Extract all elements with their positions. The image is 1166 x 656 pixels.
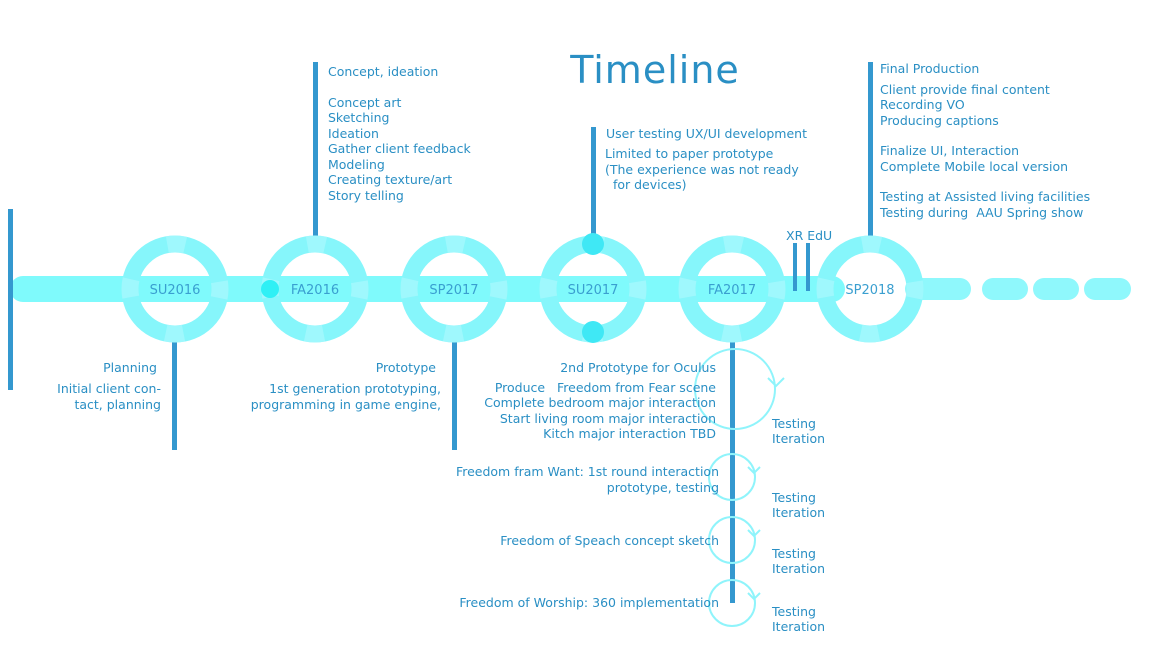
su2017-heading: User testing UX/UI development (606, 126, 807, 141)
list-item: (The experience was not ready (605, 161, 799, 177)
list-item: Creating texture/art (328, 172, 453, 187)
xr-edu-label: XR EdU (786, 228, 833, 243)
timeline-dash (1033, 278, 1079, 300)
su2017-notes: User testing UX/UI development (606, 126, 807, 142)
list-item: 2nd Prototype for Oculus (560, 360, 716, 375)
list-item: Testing at Assisted living facilities (880, 189, 1091, 204)
fa2017-notes: 2nd Prototype for Oculus Produce Freedom… (440, 360, 716, 442)
list-item: Concept art (328, 94, 402, 110)
iteration-loop-icon (694, 348, 785, 430)
list-item: Freedom fram Want: 1st round interaction (455, 464, 719, 479)
su2017-details: Limited to paper prototype (The experien… (605, 146, 799, 193)
list-item: Initial client con- (57, 381, 161, 396)
node-ring-fa2017 (678, 235, 786, 343)
list-item: prototype, testing (606, 479, 719, 495)
list-item: Limited to paper prototype (605, 146, 774, 161)
sp2017-connector (452, 330, 457, 450)
freedom-worship-note: Freedom of Worship: 360 implementation (459, 595, 719, 610)
list-item: Client provide final content (880, 81, 1050, 97)
list-item: Ideation (328, 125, 379, 141)
node-label-sp2017: SP2017 (429, 283, 479, 298)
node-label-sp2018: SP2018 (845, 283, 895, 298)
list-item: Complete bedroom major interaction (484, 395, 716, 410)
su2016-details: Initial client con- tact, planning (40, 381, 161, 412)
timeline-dash (982, 278, 1028, 300)
node-label-su2017: SU2017 (567, 283, 619, 298)
su2016-connector (172, 330, 177, 450)
sp2018-heading: Final Production (880, 61, 980, 76)
sp2017-heading: Prototype (375, 360, 436, 375)
node-ring-sp2018 (816, 235, 924, 343)
node-ring-su2017 (539, 233, 647, 343)
start-marker (8, 209, 13, 390)
xr-marker (793, 243, 797, 291)
list-item: Producing captions (880, 112, 999, 128)
node-ring-fa2016 (261, 235, 369, 343)
iteration-loop-icon (708, 516, 761, 564)
su2016-heading: Planning (103, 360, 157, 375)
list-item: Sketching (328, 110, 390, 125)
list-item: Story telling (328, 187, 404, 203)
fa2016-connector (313, 62, 318, 245)
node-label-fa2017: FA2017 (707, 283, 757, 298)
list-item: Modeling (328, 156, 385, 172)
sp2018-connector (868, 62, 873, 245)
list-item: programming in game engine, (250, 396, 441, 412)
timeline-dash (1084, 278, 1131, 300)
fa2016-notes: Concept, ideation Concept art Sketching … (328, 64, 471, 203)
freedom-speach-note: Freedom of Speach concept sketch (500, 533, 719, 548)
list-item: Start living room major interaction (499, 410, 716, 426)
su2017-connector (591, 127, 596, 245)
iteration-loop-icon (708, 579, 761, 627)
page-title: Timeline (570, 48, 740, 92)
list-item: Produce Freedom from Fear scene (494, 379, 716, 395)
fa2016-heading: Concept, ideation (328, 64, 439, 79)
sp2017-details: 1st generation prototyping, programming … (240, 381, 441, 412)
list-item: Finalize UI, Interaction (880, 143, 1020, 158)
node-label-fa2016: FA2016 (290, 283, 340, 298)
fa2017-connector (730, 330, 735, 603)
list-item: tact, planning (74, 396, 161, 412)
list-item: Kitch major interaction TBD (543, 426, 716, 441)
list-item: Recording VO (880, 97, 965, 112)
xr-marker (806, 243, 810, 291)
freedom-want-notes: Freedom fram Want: 1st round interaction… (440, 464, 719, 495)
list-item: Complete Mobile local version (880, 158, 1069, 174)
node-label-su2016: SU2016 (149, 283, 201, 298)
sp2017-notes: Prototype (300, 360, 436, 376)
list-item: Testing during AAU Spring show (880, 204, 1084, 220)
su2016-notes: Planning (40, 360, 157, 376)
sp2018-notes: Final Production Client provide final co… (880, 61, 1090, 220)
list-item: Gather client feedback (328, 141, 471, 156)
iteration-loop-icon (708, 453, 761, 501)
node-ring-sp2017 (400, 235, 508, 343)
list-item: for devices) (605, 177, 687, 192)
node-ring-su2016 (121, 235, 229, 343)
list-item: 1st generation prototyping, (269, 381, 441, 396)
